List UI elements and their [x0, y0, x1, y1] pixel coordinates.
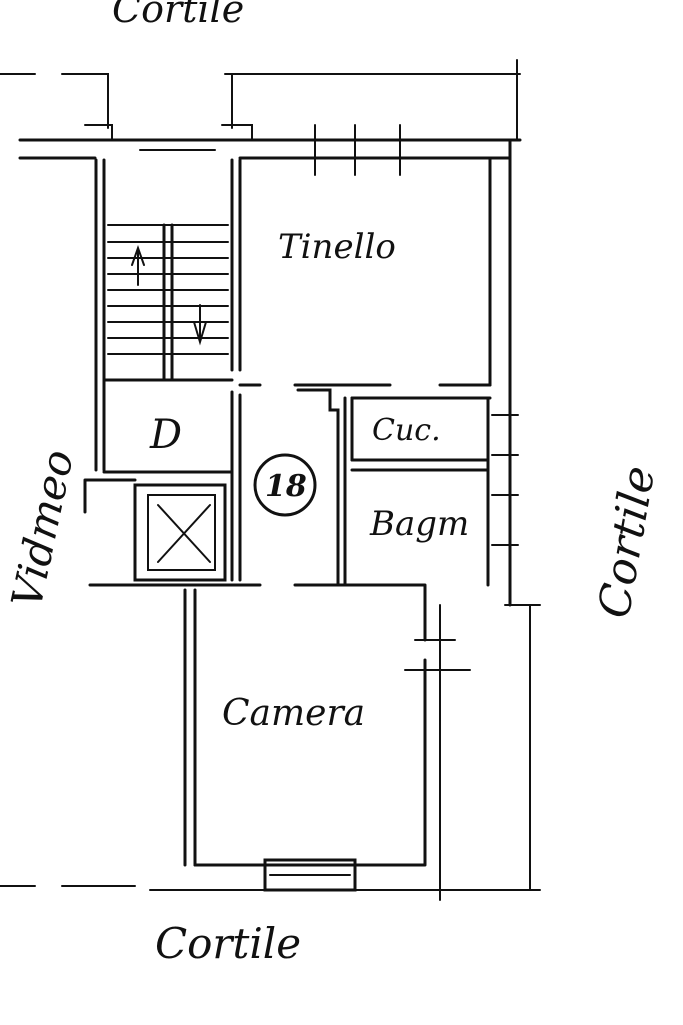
- bagno-label: Bagm: [369, 504, 469, 544]
- vicolo-left-label: Vidmeo: [2, 445, 83, 612]
- unit-number-circle: [253, 453, 317, 517]
- unit-number-label: 18: [265, 469, 307, 504]
- stairs: [107, 223, 229, 382]
- cortile-top-label: Cortile: [112, 0, 244, 31]
- tinello-label: Tinello: [278, 227, 396, 267]
- cortile-right-label: Cortile: [589, 462, 666, 622]
- camera-label: Camera: [222, 693, 365, 734]
- cortile-bottom-label: Cortile: [155, 919, 301, 968]
- walls: [18, 124, 522, 892]
- landing-label: D: [149, 412, 182, 458]
- cucina-label: Cuc.: [372, 413, 441, 448]
